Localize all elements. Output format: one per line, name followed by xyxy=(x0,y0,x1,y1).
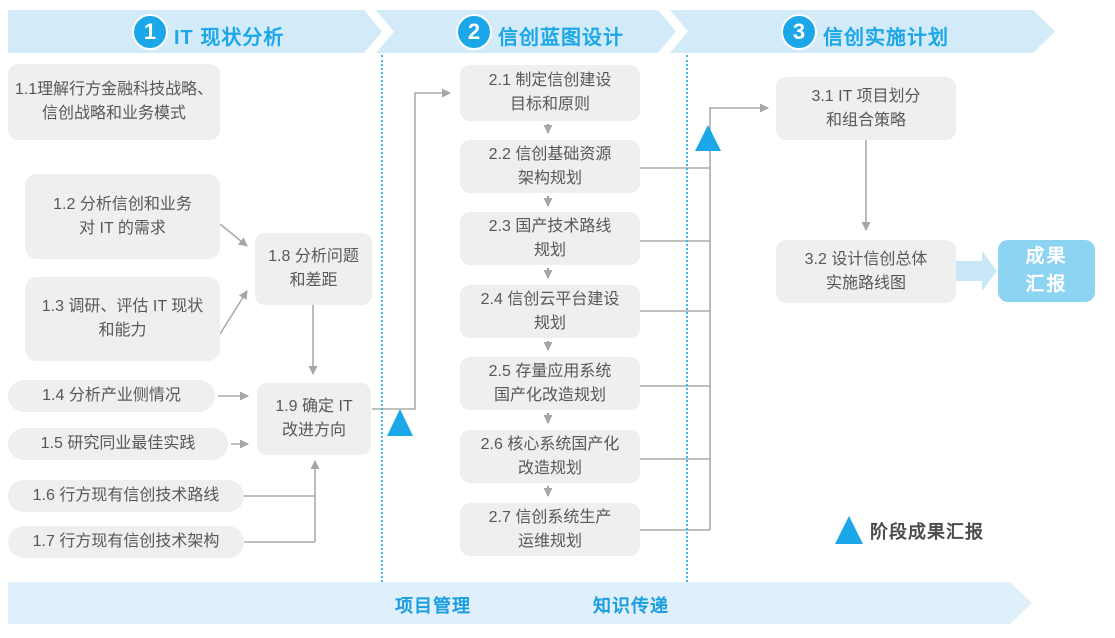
step-box-2-1: 2.1 制定信创建设 目标和原则 xyxy=(460,65,640,121)
phase-title: 信创实施计划 xyxy=(823,27,949,49)
step-box-2-3: 2.3 国产技术路线 规划 xyxy=(460,212,640,265)
legend-triangle-icon xyxy=(835,516,863,544)
step-box-1-4: 1.4 分析产业侧情况 xyxy=(8,380,215,412)
phase-divider-dotted-line xyxy=(686,55,688,582)
phase-title: 信创蓝图设计 xyxy=(498,27,624,49)
step-box-2-2: 2.2 信创基础资源 架构规划 xyxy=(460,140,640,193)
footer-item-project-management: 项目管理 xyxy=(395,596,471,616)
step-box-3-1: 3.1 IT 项目划分 和组合策略 xyxy=(776,77,956,140)
step-box-2-4: 2.4 信创云平台建设 规划 xyxy=(460,285,640,338)
step-box-2-7: 2.7 信创系统生产 运维规划 xyxy=(460,503,640,556)
phase-number-badge: 3 xyxy=(781,14,817,50)
phase-divider-dotted-line xyxy=(381,55,383,582)
result-report-box: 成果 汇报 xyxy=(998,240,1095,302)
footer-band xyxy=(8,582,1032,624)
step-box-1-7: 1.7 行方现有信创技术架构 xyxy=(8,526,244,558)
step-box-1-9: 1.9 确定 IT 改进方向 xyxy=(257,383,371,455)
result-arrow-icon xyxy=(956,251,997,291)
step-box-1-5: 1.5 研究同业最佳实践 xyxy=(8,428,228,460)
step-box-2-5: 2.5 存量应用系统 国产化改造规划 xyxy=(460,357,640,410)
step-box-1-6: 1.6 行方现有信创技术路线 xyxy=(8,480,244,512)
step-box-3-2: 3.2 设计信创总体 实施路线图 xyxy=(776,240,956,303)
phase-number-badge: 2 xyxy=(456,14,492,50)
step-box-2-6: 2.6 核心系统国产化 改造规划 xyxy=(460,430,640,483)
step-box-1-8: 1.8 分析问题 和差距 xyxy=(255,233,372,305)
phase-banner xyxy=(8,10,1055,53)
milestone-triangle-phase2 xyxy=(695,125,721,151)
legend-label: 阶段成果汇报 xyxy=(870,522,984,542)
step-box-1-3: 1.3 调研、评估 IT 现状 和能力 xyxy=(25,277,220,361)
milestone-triangle-phase1 xyxy=(387,409,413,436)
phase-title: IT 现状分析 xyxy=(174,27,285,49)
step-box-1-1: 1.1理解行方金融科技战略、 信创战略和业务模式 xyxy=(8,64,220,140)
phase-number-badge: 1 xyxy=(132,14,168,50)
step-box-1-2: 1.2 分析信创和业务 对 IT 的需求 xyxy=(25,174,220,259)
footer-item-knowledge-transfer: 知识传递 xyxy=(593,596,669,616)
